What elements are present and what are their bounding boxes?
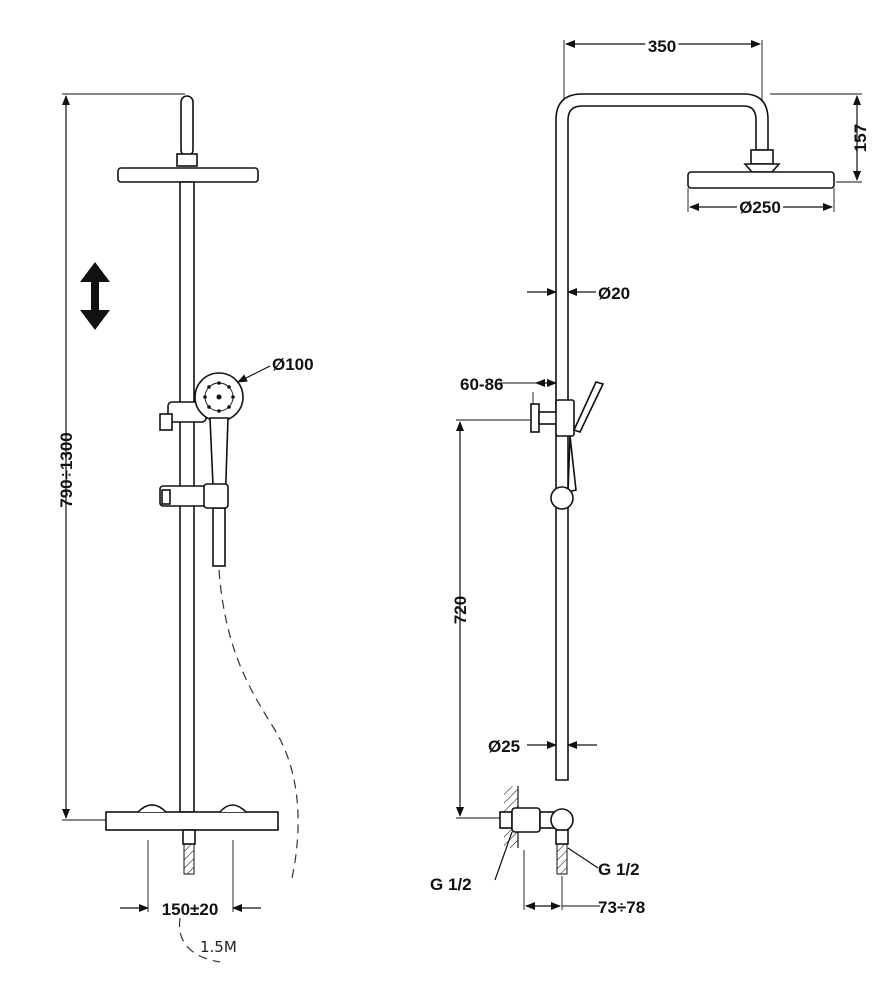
hand-shower-diameter-label: Ø100	[272, 355, 314, 374]
mixer-side-body	[550, 808, 574, 832]
mixer-spacing-label: 150±20	[162, 900, 219, 919]
upper-pipe-diameter-label: Ø20	[598, 284, 630, 303]
holder-clamp	[203, 483, 229, 509]
double-arrow-icon	[80, 262, 110, 330]
mixer-side-outlet	[555, 829, 569, 845]
wall-inlet-thread	[499, 811, 513, 829]
lower-pipe-diameter-label: Ø25	[488, 737, 520, 756]
head-connector	[176, 153, 198, 167]
hose-connector	[212, 507, 226, 567]
front-view: 790÷1300 1.5M	[57, 93, 314, 963]
inlet-thread-left-label: G 1/2	[430, 875, 472, 894]
wall-offset-label: 73÷78	[598, 898, 645, 917]
holder-side-knob	[530, 403, 540, 433]
eccentric-connector	[511, 807, 541, 833]
riser-height-label: 720	[451, 596, 470, 624]
rain-head-side	[687, 171, 835, 189]
hand-shower-diameter-leader	[237, 365, 271, 383]
arm-length-label: 350	[648, 37, 676, 56]
hose-loop-dashed	[178, 917, 221, 963]
hose-dashed	[218, 569, 299, 879]
mixer-outlet-thread	[183, 843, 195, 875]
holder-side-stem	[538, 411, 558, 425]
hand-shower-nozzles	[203, 381, 235, 413]
mixer-right-knob	[219, 804, 247, 813]
inlet-left-leader	[494, 831, 513, 881]
hand-shower-side-handle	[567, 435, 577, 494]
sliding-holder-side	[550, 486, 574, 510]
hose-length-label: 1.5M	[200, 938, 237, 956]
height-range-label: 790÷1300	[57, 432, 76, 508]
head-collar	[743, 163, 781, 173]
holder-knob	[159, 413, 173, 431]
thermostatic-mixer-body	[105, 811, 279, 831]
inlet-thread-right-label: G 1/2	[598, 860, 640, 879]
head-swivel	[750, 149, 774, 165]
mixer-side-thread	[556, 843, 568, 875]
head-diameter-label: Ø250	[739, 198, 781, 217]
mixer-outlet	[182, 829, 196, 845]
holder-range-label: 60-86	[460, 375, 503, 394]
hand-shower-side	[572, 381, 605, 433]
inlet-right-leader	[567, 847, 599, 869]
rain-shower-head	[117, 167, 259, 183]
sliding-knob	[161, 489, 171, 505]
mixer-left-knob	[137, 804, 167, 813]
upper-riser-top	[180, 95, 194, 157]
head-drop-label: 157	[851, 124, 870, 152]
holder-side-clamp	[555, 399, 575, 437]
side-view: 350 157 Ø250 Ø20 60-86	[430, 34, 870, 917]
riser-with-shower-arm	[555, 93, 769, 781]
